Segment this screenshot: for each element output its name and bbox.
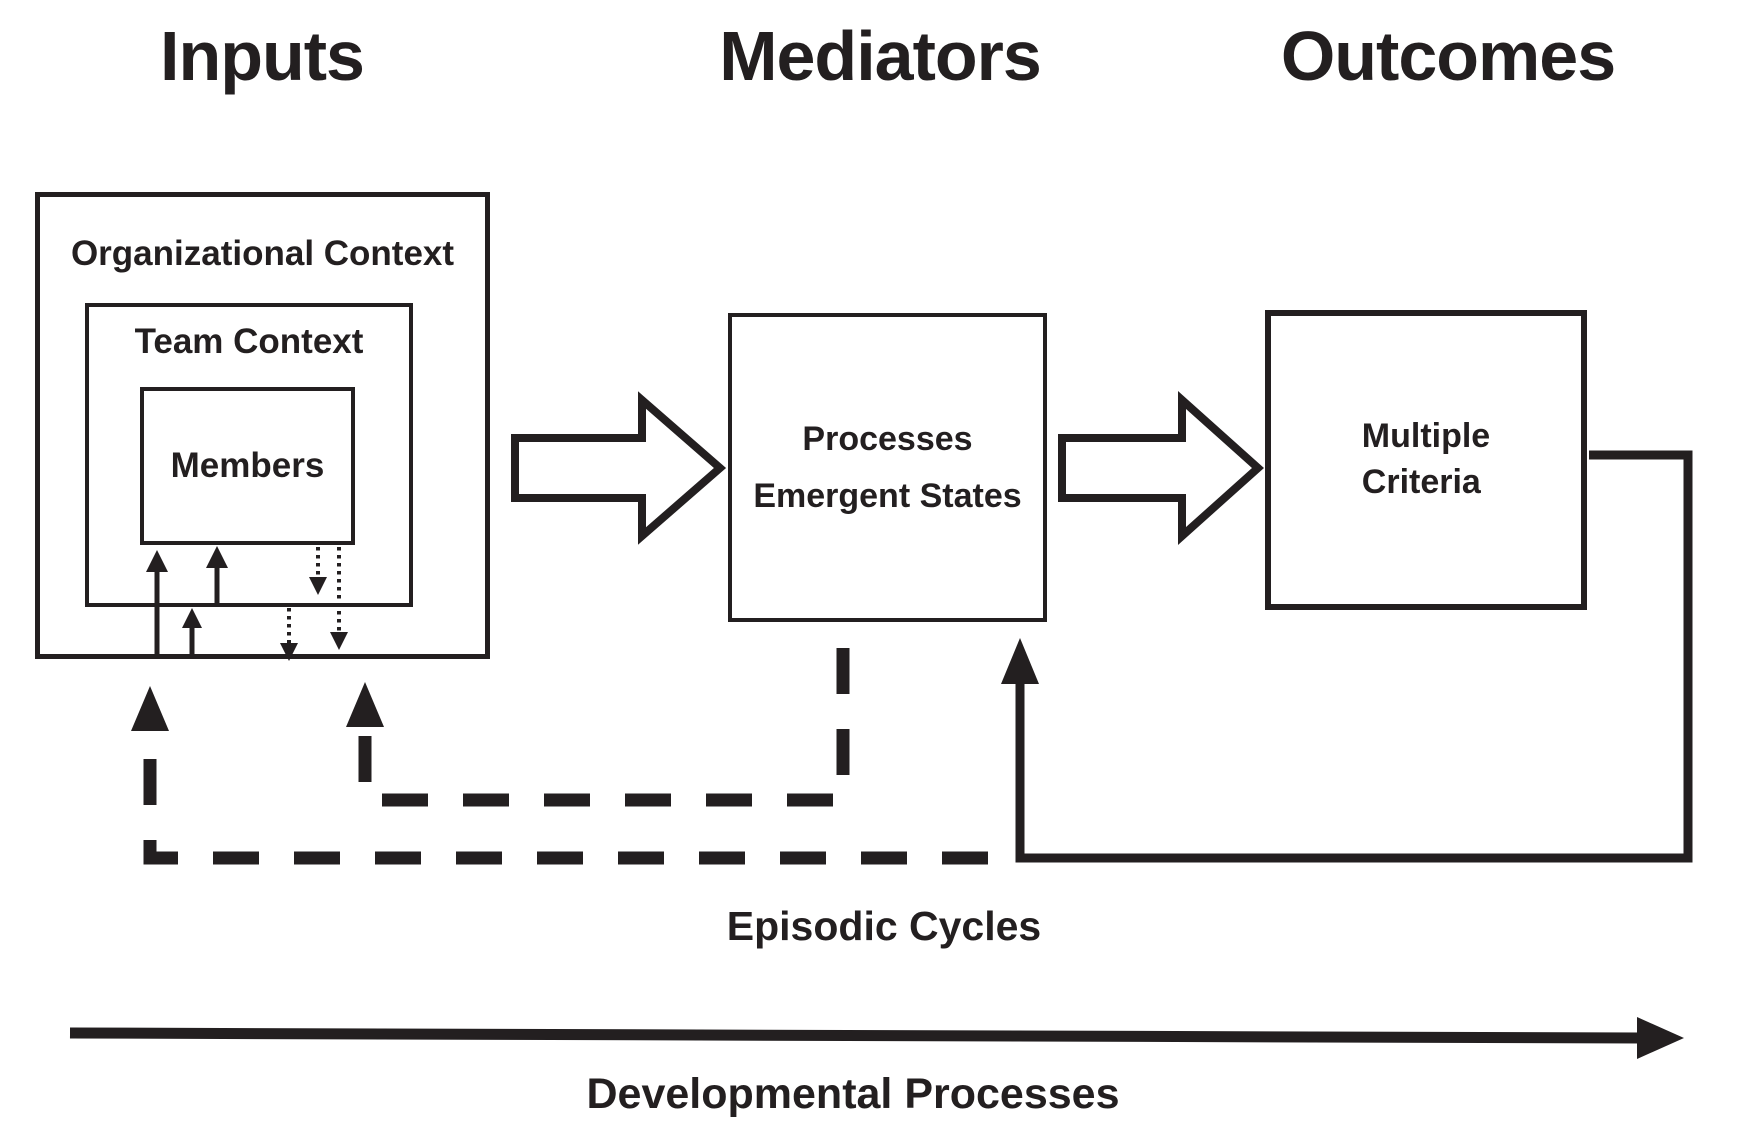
mediators-box: Processes Emergent States — [728, 313, 1047, 622]
block-arrow-mediators-to-outcomes-icon — [1058, 391, 1264, 545]
outcomes-box: Multiple Criteria — [1265, 310, 1587, 610]
mediators-box-label: Processes Emergent States — [753, 411, 1021, 523]
header-mediators: Mediators — [719, 17, 1042, 95]
developmental-processes-label: Developmental Processes — [586, 1070, 1120, 1118]
dotted-arrow-members-to-org-icon — [330, 547, 348, 650]
organizational-context-label: Organizational Context — [70, 234, 455, 273]
mediators-line1: Processes — [802, 420, 973, 459]
header-outcomes: Outcomes — [1280, 17, 1616, 95]
dotted-arrow-members-to-team-icon — [309, 547, 327, 595]
dashed-feedback-outcomes-to-inputs-icon — [131, 686, 988, 865]
header-inputs: Inputs — [160, 17, 365, 95]
dashed-feedback-mediators-to-inputs-icon — [346, 648, 850, 807]
outcomes-line2: Criteria — [1361, 463, 1481, 501]
dotted-arrow-team-to-org-icon — [280, 608, 298, 661]
members-box: Members — [140, 387, 355, 545]
up-arrow-org-to-team-icon — [182, 608, 202, 657]
outcomes-box-label: Multiple Criteria — [1362, 414, 1490, 506]
up-arrow-team-to-members-icon — [206, 546, 228, 604]
members-label: Members — [170, 446, 325, 485]
episodic-cycles-label: Episodic Cycles — [726, 903, 1042, 949]
block-arrow-inputs-to-mediators-icon — [511, 391, 727, 545]
up-arrow-org-to-members-icon — [146, 550, 168, 658]
solid-feedback-outcomes-to-mediators-icon — [1001, 450, 1693, 863]
developmental-processes-arrow-icon — [69, 1017, 1684, 1059]
team-context-label: Team Context — [134, 322, 364, 361]
mediators-line2: Emergent States — [753, 476, 1022, 515]
outcomes-line1: Multiple — [1361, 417, 1491, 456]
